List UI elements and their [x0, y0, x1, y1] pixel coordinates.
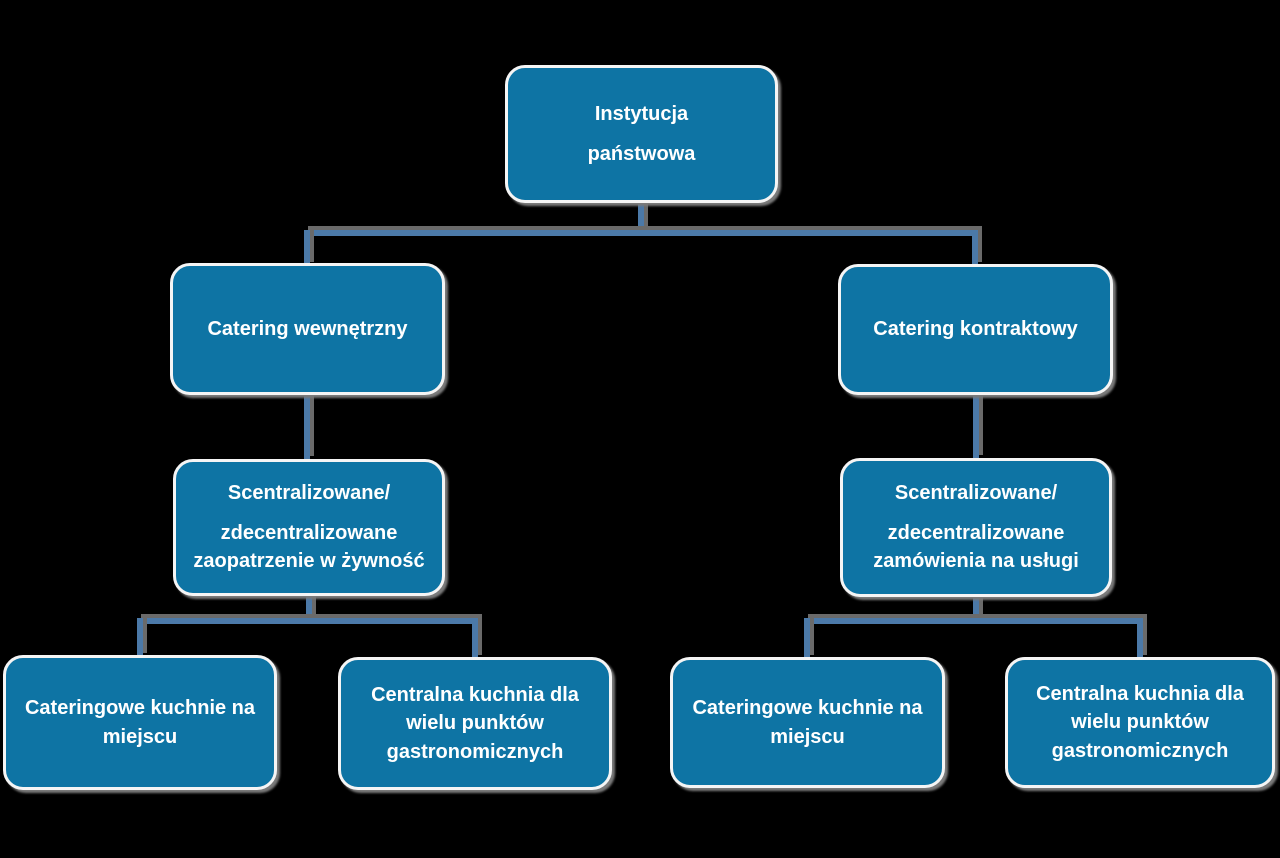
connector-left-level4-horizontal [137, 618, 478, 624]
node-label: Scentralizowane/ [227, 482, 391, 505]
node-label: Catering wewnętrzny [207, 317, 408, 340]
connector-internal-to-supply [304, 394, 310, 460]
node-label: Instytucja [594, 103, 689, 126]
connector-to-central-kitchen-left [472, 618, 478, 659]
node-onsite-kitchens-right: Cateringowe kuchnie na miejscu [670, 657, 945, 788]
connector-supply-stem [306, 594, 312, 624]
connector-contract-to-orders [973, 394, 979, 459]
connector-to-catering-internal [304, 230, 310, 266]
connector-right-level4-horizontal [804, 618, 1143, 624]
node-centralized-service-orders: Scentralizowane/ zdecentralizowane zamów… [840, 458, 1112, 597]
connector-to-onsite-kitchens-left [137, 618, 143, 657]
node-label: zdecentralizowane zamówienia na usługi [873, 521, 1079, 573]
connector-to-central-kitchen-right [1137, 618, 1143, 659]
node-label: zdecentralizowane zaopatrzenie w żywność [193, 521, 425, 573]
connector-to-catering-contract [972, 230, 978, 266]
node-central-kitchen-left: Centralna kuchnia dla wielu punktów gast… [338, 657, 612, 790]
node-centralized-food-supply: Scentralizowane/ zdecentralizowane zaopa… [173, 459, 445, 596]
node-catering-internal: Catering wewnętrzny [170, 263, 445, 395]
node-label: Centralna kuchnia dla wielu punktów gast… [1036, 682, 1244, 762]
node-state-institution: Instytucja państwowa [505, 65, 778, 203]
node-catering-contract: Catering kontraktowy [838, 264, 1113, 395]
node-label: Cateringowe kuchnie na miejscu [24, 697, 256, 748]
node-label: Scentralizowane/ [894, 482, 1058, 505]
node-onsite-kitchens-left: Cateringowe kuchnie na miejscu [3, 655, 277, 790]
connector-level2-horizontal [304, 230, 978, 236]
connector-root-stem [638, 203, 644, 236]
node-label: Centralna kuchnia dla wielu punktów gast… [371, 683, 579, 763]
node-label: Catering kontraktowy [873, 318, 1078, 341]
connector-to-onsite-kitchens-right [804, 618, 810, 659]
connector-orders-stem [973, 596, 979, 624]
node-label: państwowa [587, 142, 696, 165]
node-label: Cateringowe kuchnie na miejscu [692, 697, 923, 748]
node-central-kitchen-right: Centralna kuchnia dla wielu punktów gast… [1005, 657, 1275, 788]
